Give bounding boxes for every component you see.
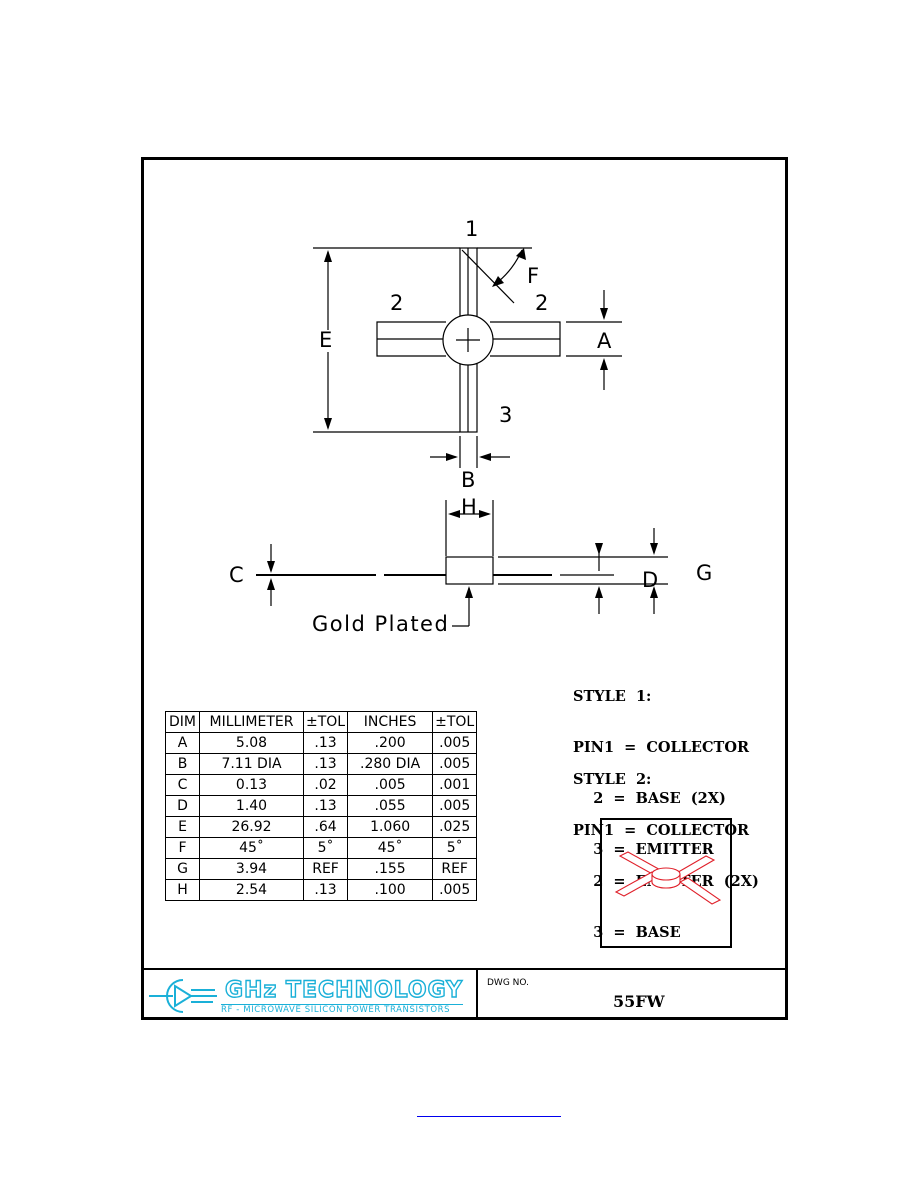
cell: A (165, 732, 200, 754)
cell: 1.40 (199, 795, 304, 817)
dimension-table: DIM MILLIMETER ±TOL INCHES ±TOL A 5.08 .… (165, 711, 478, 901)
style-1-block: STYLE 1: PIN1 = COLLECTOR 2 = BASE (2X) … (573, 654, 749, 875)
drawing-number-label: DWG NO. (487, 978, 529, 988)
cell: 26.92 (199, 816, 304, 838)
table-row: E 26.92 .64 1.060 .025 (165, 816, 478, 838)
cell: .025 (432, 816, 478, 838)
table-row: F 45˚ 5˚ 45˚ 5˚ (165, 837, 478, 859)
dim-b-label: B (461, 468, 476, 492)
dim-c-label: C (229, 563, 244, 587)
cell: .13 (302, 753, 349, 775)
table-row: B 7.11 DIA .13 .280 DIA .005 (165, 753, 478, 775)
cell: 5˚ (432, 837, 478, 859)
drawing-number: 55FW (613, 992, 665, 1011)
cell: 7.11 DIA (199, 753, 304, 775)
dim-h-label: H (461, 495, 477, 519)
pin-2-right-label: 2 (535, 291, 549, 315)
title-block: GHz TECHNOLOGY RF - MICROWAVE SILICON PO… (141, 968, 788, 1020)
header-millimeter: MILLIMETER (199, 711, 304, 733)
cell: .200 (347, 732, 434, 754)
drawing-sheet-border (141, 157, 788, 1020)
header-dim: DIM (165, 711, 200, 733)
cell: 1.060 (347, 816, 434, 838)
cell: .13 (302, 879, 349, 901)
company-tagline: RF - MICROWAVE SILICON POWER TRANSISTORS (221, 1005, 451, 1015)
transistor-3d-icon (614, 851, 722, 905)
footer-hyperlink[interactable] (417, 1116, 561, 1117)
dim-d-label: D (642, 568, 659, 592)
company-logo-icon (149, 979, 217, 1013)
table-row: A 5.08 .13 .200 .005 (165, 732, 478, 754)
dim-e-label: E (319, 328, 333, 352)
tagline-rule (221, 1004, 463, 1005)
cell: H (165, 879, 200, 901)
pin-2-left-label: 2 (390, 291, 404, 315)
header-inches: INCHES (347, 711, 434, 733)
dim-a-label: A (597, 329, 612, 353)
cell: 5.08 (199, 732, 304, 754)
cell: .13 (302, 795, 349, 817)
cell: F (165, 837, 200, 859)
dim-g-label: G (696, 561, 713, 585)
cell: .005 (432, 795, 478, 817)
style-2-pin1: PIN1 = COLLECTOR (573, 822, 749, 839)
cell: .02 (302, 774, 349, 796)
cell: .155 (347, 858, 434, 880)
style-2-title: STYLE 2: (573, 771, 652, 788)
cell: D (165, 795, 200, 817)
style-1-title: STYLE 1: (573, 688, 652, 705)
style-1-pin3: 3 = EMITTER (573, 841, 714, 858)
cell: .055 (347, 795, 434, 817)
company-name: GHz TECHNOLOGY (224, 977, 464, 1003)
cell: 45˚ (347, 837, 434, 859)
cell: .005 (432, 732, 478, 754)
cell: 5˚ (302, 837, 349, 859)
table-header-row: DIM MILLIMETER ±TOL INCHES ±TOL (165, 711, 478, 733)
cell: REF (302, 858, 349, 880)
header-mm-tol: ±TOL (302, 711, 349, 733)
cell: .64 (302, 816, 349, 838)
cell: C (165, 774, 200, 796)
table-row: H 2.54 .13 .100 .005 (165, 879, 478, 901)
pin-3-label: 3 (499, 403, 513, 427)
cell: B (165, 753, 200, 775)
header-in-tol: ±TOL (432, 711, 478, 733)
style-1-pin2: 2 = BASE (2X) (573, 790, 726, 807)
cell: E (165, 816, 200, 838)
cell: .005 (432, 879, 478, 901)
cell: 2.54 (199, 879, 304, 901)
pin-1-label: 1 (465, 217, 479, 241)
style-2-pin3: 3 = BASE (573, 924, 681, 941)
cell: .280 DIA (347, 753, 434, 775)
table-row: C 0.13 .02 .005 .001 (165, 774, 478, 796)
cell: 0.13 (199, 774, 304, 796)
gold-plated-note: Gold Plated (312, 612, 450, 636)
cell: 3.94 (199, 858, 304, 880)
package-3d-preview (600, 818, 732, 948)
cell: .001 (432, 774, 478, 796)
cell: REF (432, 858, 478, 880)
table-row: G 3.94 REF .155 REF (165, 858, 478, 880)
cell: 45˚ (199, 837, 304, 859)
style-1-pin1: PIN1 = COLLECTOR (573, 739, 749, 756)
cell: .13 (302, 732, 349, 754)
cell: .005 (432, 753, 478, 775)
cell: G (165, 858, 200, 880)
title-block-divider (476, 970, 478, 1020)
cell: .100 (347, 879, 434, 901)
table-row: D 1.40 .13 .055 .005 (165, 795, 478, 817)
dim-f-label: F (527, 264, 540, 288)
cell: .005 (347, 774, 434, 796)
